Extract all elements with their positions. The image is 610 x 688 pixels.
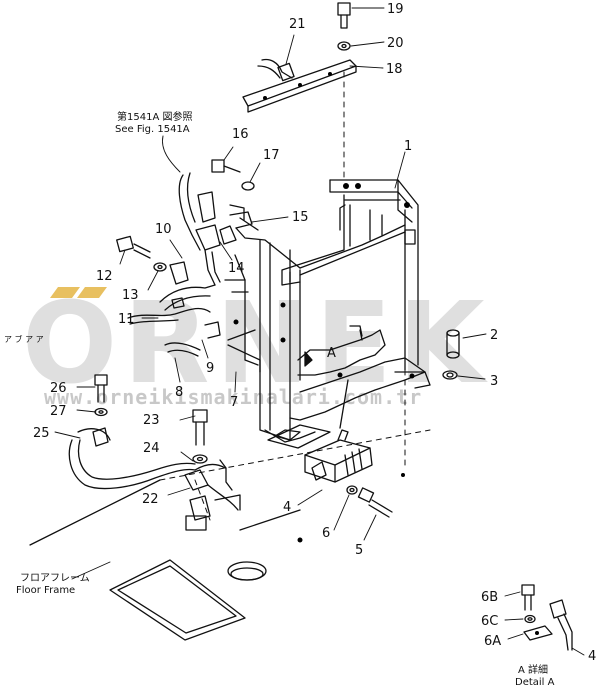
callout-19: 19 — [387, 2, 404, 17]
callout-15: 15 — [292, 210, 309, 225]
bolt-26-group — [68, 374, 196, 490]
main-frame — [281, 179, 419, 371]
floor-frame-label-jp: フロアフレーム — [20, 572, 90, 584]
side-plate — [224, 239, 431, 443]
floor-frame — [29, 369, 431, 641]
watermark-brand: ORNEK — [22, 279, 490, 409]
callout-21: 21 — [289, 17, 306, 32]
callout-8: 8 — [175, 385, 183, 400]
callout-6c: 6C — [481, 614, 498, 629]
callouts: 1 2 3 4 5 6 7 8 9 10 11 12 13 14 15 16 1… — [33, 2, 596, 664]
callout-17: 17 — [263, 148, 280, 163]
watermark-accent — [77, 287, 107, 298]
callout-6b: 6B — [481, 590, 498, 605]
callout-4: 4 — [283, 500, 291, 515]
watermark-accent — [50, 287, 80, 298]
leader-lines — [54, 7, 585, 656]
callout-6a: 6A — [484, 634, 501, 649]
notes: 第1541A 図参照 See Fig. 1541A フロアフレーム Floor … — [16, 110, 555, 688]
bolt-23-group — [184, 409, 241, 531]
callout-1: 1 — [404, 139, 412, 154]
callout-25: 25 — [33, 426, 50, 441]
callout-9: 9 — [206, 361, 214, 376]
callout-5: 5 — [355, 543, 363, 558]
floor-frame-label: Floor Frame — [16, 585, 75, 596]
callout-23: 23 — [143, 413, 160, 428]
callout-12: 12 — [96, 269, 113, 284]
detail-a-marker: A — [327, 346, 336, 361]
callout-3: 3 — [490, 374, 498, 389]
callout-4-detail: 4 — [588, 649, 596, 664]
faint-label: ア ブ ア ア — [4, 334, 44, 344]
callout-18: 18 — [386, 62, 403, 77]
relay-block — [178, 159, 301, 286]
callout-14: 14 — [228, 261, 245, 276]
pin-assembly — [442, 329, 460, 380]
callout-20: 20 — [387, 36, 404, 51]
watermark: ORNEK www.orneikismakinalari.com.tr — [22, 279, 490, 409]
regulator-box — [267, 379, 393, 518]
lower-left-fasteners — [116, 235, 216, 311]
detail-a — [521, 584, 573, 651]
callout-16: 16 — [232, 127, 249, 142]
callout-13: 13 — [122, 288, 139, 303]
harness-left — [127, 307, 261, 373]
callout-24: 24 — [143, 441, 160, 456]
see-fig-note-jp: 第1541A 図参照 — [117, 110, 192, 123]
callout-7: 7 — [230, 395, 238, 410]
see-fig-note: See Fig. 1541A — [115, 124, 190, 135]
detail-a-label: Detail A — [515, 677, 555, 688]
callout-22: 22 — [142, 492, 159, 507]
faint-label-group: ア ブ ア ア — [4, 334, 44, 344]
callout-11: 11 — [118, 312, 135, 327]
callout-27: 27 — [50, 404, 67, 419]
callout-10: 10 — [155, 222, 172, 237]
callout-2: 2 — [490, 328, 498, 343]
detail-a-label-jp: A 詳細 — [518, 663, 548, 676]
callout-26: 26 — [50, 381, 67, 396]
callout-6: 6 — [322, 526, 330, 541]
